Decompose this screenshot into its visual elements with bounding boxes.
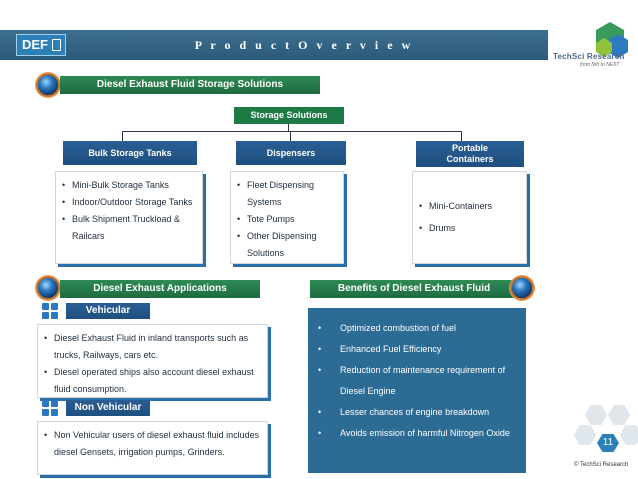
vehicular-label: Vehicular [66,303,150,319]
copyright-text: © TechSci Research [574,462,629,468]
portable-containers-list: Mini-Containers Drums [412,171,527,264]
connector-line [461,131,462,141]
dispensers-list: Fleet Dispensing Systems Tote Pumps Othe… [230,171,344,264]
list-item: Avoids emission of harmful Nitrogen Oxid… [308,423,526,444]
connector-line [288,124,289,132]
list-item: Fleet Dispensing Systems [235,177,339,211]
list-item: Non Vehicular users of diesel exhaust fl… [42,427,263,461]
def-logo-text: DEF [22,37,48,52]
storage-section-title: Diesel Exhaust Fluid Storage Solutions [60,76,320,94]
connector-line [122,131,123,141]
def-logo: DEF [16,34,66,56]
list-item: Drums [417,217,522,239]
brand-tagline: from Nth to NEXT [580,62,620,68]
list-item: Other Dispensing Solutions [235,228,339,262]
orb-bullet-icon [36,276,60,300]
connector-line [290,131,291,141]
hexagon-decoration-icon [620,425,638,445]
list-item: Mini-Bulk Storage Tanks [60,177,198,194]
benefits-panel: Optimized combustion of fuel Enhanced Fu… [308,308,526,473]
storage-root-node: Storage Solutions [234,107,344,124]
vehicular-list: Diesel Exhaust Fluid in inland transport… [37,324,268,398]
orb-bullet-icon [36,73,60,97]
list-item: Indoor/Outdoor Storage Tanks [60,194,198,211]
non-vehicular-label: Non Vehicular [66,400,150,416]
hexagon-decoration-icon [574,425,596,445]
connector-line [122,131,462,132]
category-bulk-storage-tanks: Bulk Storage Tanks [63,141,197,165]
category-dispensers: Dispensers [236,141,346,165]
benefits-section-title: Benefits of Diesel Exhaust Fluid [310,280,518,298]
grid-icon [42,400,58,416]
category-portable-containers: Portable Containers [416,141,524,167]
orb-bullet-icon [510,276,534,300]
list-item: Mini-Containers [417,195,522,217]
hexagon-decoration-icon [585,405,607,425]
list-item: Lesser chances of engine breakdown [308,402,526,423]
list-item: Reduction of maintenance requirement of … [308,360,526,402]
header-bar [0,30,548,60]
brand-name: TechSci Research [553,52,625,61]
techsci-logo-icon [596,22,628,58]
applications-section-title: Diesel Exhaust Applications [60,280,260,298]
bulk-storage-list: Mini-Bulk Storage Tanks Indoor/Outdoor S… [55,171,203,264]
hexagon-decoration-icon [608,405,630,425]
list-item: Optimized combustion of fuel [308,318,526,339]
list-item: Diesel Exhaust Fluid in inland transport… [42,330,263,364]
fuel-pump-icon [52,39,61,51]
list-item: Bulk Shipment Truckload & Railcars [60,211,198,245]
grid-icon [42,303,58,319]
list-item: Tote Pumps [235,211,339,228]
page-number: 11 [597,434,619,452]
list-item: Enhanced Fuel Efficiency [308,339,526,360]
list-item: Diesel operated ships also account diese… [42,364,263,398]
page-title: P r o d u c t O v e r v i e w [194,38,414,52]
non-vehicular-list: Non Vehicular users of diesel exhaust fl… [37,421,268,475]
